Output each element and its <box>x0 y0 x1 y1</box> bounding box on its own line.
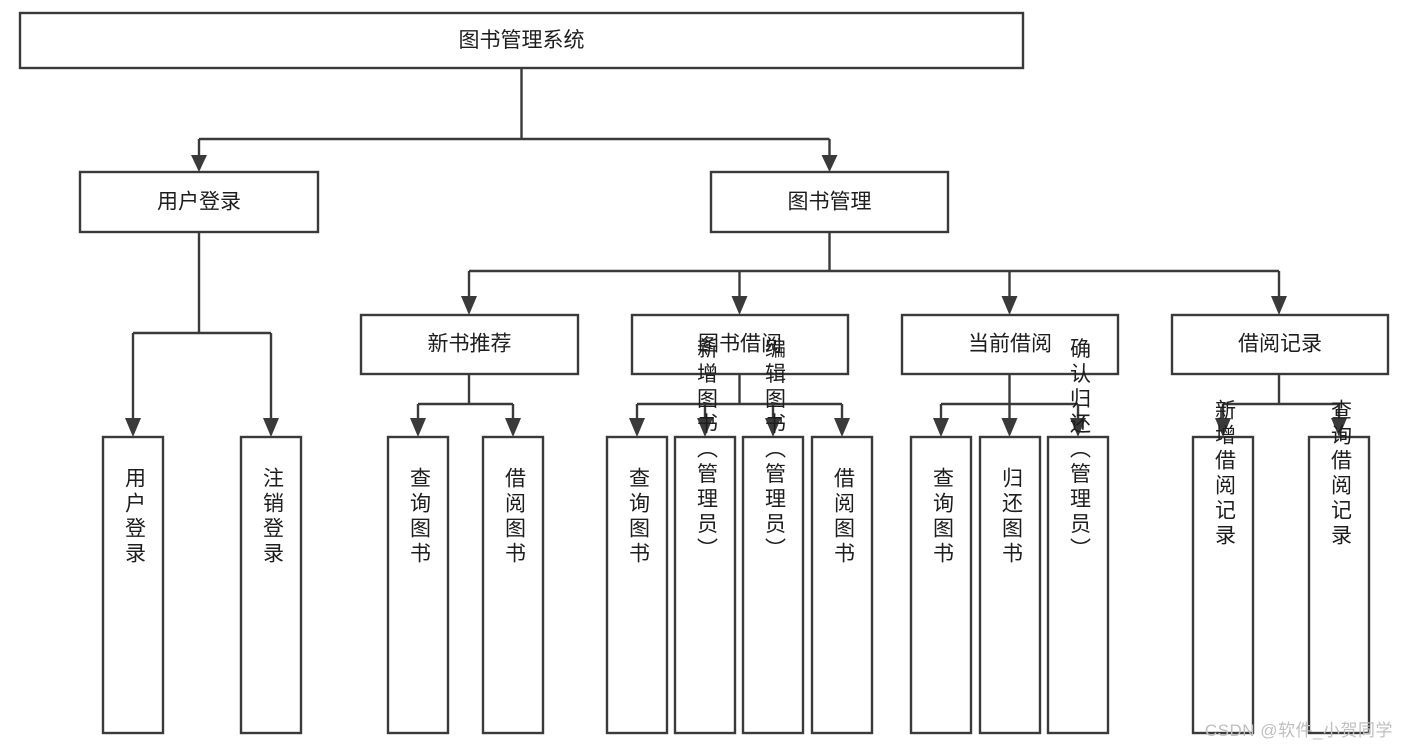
arrow-head-nbr-query-book <box>410 418 426 437</box>
connector-group-book-borrow <box>629 374 850 437</box>
arrow-head-nbr-borrow-book <box>505 418 521 437</box>
node-new-book-recommend-box[interactable] <box>359 313 580 376</box>
leaf-nbr-borrow-book-label: 借阅图书 <box>502 467 526 567</box>
node-book-management-label: 图书管理 <box>788 191 872 214</box>
leaf-br-add-record-box[interactable] <box>1191 435 1255 735</box>
leaf-cb-return-book-box[interactable] <box>978 435 1042 735</box>
node-current-borrow[interactable]: 当前借阅 <box>900 313 1120 376</box>
node-new-book-recommend[interactable]: 新书推荐 <box>359 313 580 376</box>
arrow-head-current-borrow <box>1001 296 1018 315</box>
leaf-bb-query-book-box[interactable] <box>605 435 669 735</box>
leaf-bb-borrow-book[interactable]: 借阅图书 <box>810 435 874 735</box>
arrow-head-bb-query-book <box>629 418 645 437</box>
leaf-br-add-record-label: 新增借阅记录 <box>1212 399 1236 549</box>
leaf-bb-borrow-book-box[interactable] <box>810 435 874 735</box>
leaf-nbr-borrow-book[interactable]: 借阅图书 <box>481 435 545 735</box>
node-book-borrow-box[interactable] <box>630 313 850 376</box>
arrow-head-br-query-record <box>1331 418 1347 437</box>
node-root-label: 图书管理系统 <box>459 29 585 52</box>
node-borrow-record[interactable]: 借阅记录 <box>1170 313 1390 376</box>
node-borrow-record-box[interactable] <box>1170 313 1390 376</box>
arrow-head-bb-borrow-book <box>834 418 850 437</box>
leaf-cb-query-book[interactable]: 查询图书 <box>909 435 973 735</box>
arrow-head-borrow-record <box>1271 296 1287 315</box>
node-current-borrow-label: 当前借阅 <box>968 333 1052 356</box>
arrow-head-bb-edit-book <box>765 418 781 437</box>
leaf-logout-label: 注销登录 <box>260 467 284 567</box>
leaf-user-login-box[interactable] <box>101 435 165 735</box>
node-book-management-box[interactable] <box>709 170 950 234</box>
node-user-login-label: 用户登录 <box>157 191 241 214</box>
node-current-borrow-box[interactable] <box>900 313 1120 376</box>
arrow-head-cb-return-book <box>1001 418 1018 437</box>
leaf-cb-return-book-label: 归还图书 <box>999 467 1023 567</box>
leaf-user-login-label: 用户登录 <box>122 467 146 567</box>
leaf-user-login[interactable]: 用户登录 <box>101 435 165 735</box>
leaf-bb-borrow-book-label: 借阅图书 <box>831 467 855 567</box>
arrow-head-leaf-logout <box>263 418 279 437</box>
arrow-head-user-login <box>191 155 207 172</box>
leaf-logout[interactable]: 注销登录 <box>239 435 303 735</box>
csdn-watermark: CSDN @软件_小贺同学 <box>1204 721 1393 740</box>
arrow-head-book-mgmt <box>821 155 838 172</box>
leaf-cb-confirm-return[interactable]: 确认归还（管理员） <box>1046 338 1110 735</box>
arrow-head-cb-query-book <box>933 418 949 437</box>
leaf-logout-box[interactable] <box>239 435 303 735</box>
leaf-cb-return-book[interactable]: 归还图书 <box>978 435 1042 735</box>
leaf-bb-add-book-label: 新增图书（管理员） <box>694 338 718 563</box>
leaf-cb-confirm-return-box[interactable] <box>1046 435 1110 735</box>
node-user-login[interactable]: 用户登录 <box>78 170 320 234</box>
connector-group-current-borrow <box>933 374 1086 437</box>
connector-group-user-login <box>125 232 279 437</box>
node-user-login-box[interactable] <box>78 170 320 234</box>
leaf-bb-query-book[interactable]: 查询图书 <box>605 435 669 735</box>
node-root-book-management-system[interactable]: 图书管理系统 <box>18 11 1025 70</box>
leaf-br-query-record-label: 查询借阅记录 <box>1328 399 1352 549</box>
arrow-head-book-borrow <box>731 296 748 315</box>
node-borrow-record-label: 借阅记录 <box>1238 333 1322 356</box>
leaf-br-query-record-box[interactable] <box>1307 435 1371 735</box>
arrow-head-br-add-record <box>1215 418 1231 437</box>
leaf-bb-query-book-label: 查询图书 <box>626 467 650 567</box>
node-new-book-recommend-label: 新书推荐 <box>428 333 512 356</box>
leaf-cb-query-book-box[interactable] <box>909 435 973 735</box>
leaf-bb-edit-book-label: 编辑图书（管理员） <box>762 338 786 563</box>
leaf-nbr-query-book-label: 查询图书 <box>407 467 431 567</box>
arrow-head-leaf-user-login <box>125 418 141 437</box>
arrow-head-new-book-recommend <box>461 296 477 315</box>
leaf-br-add-record[interactable]: 新增借阅记录 <box>1191 399 1255 735</box>
node-book-borrow-label: 图书借阅 <box>698 333 782 356</box>
leaf-nbr-borrow-book-box[interactable] <box>481 435 545 735</box>
leaf-bb-add-book[interactable]: 新增图书（管理员） <box>673 338 737 735</box>
leaf-cb-confirm-return-label: 确认归还（管理员） <box>1067 338 1091 563</box>
leaf-br-query-record[interactable]: 查询借阅记录 <box>1307 399 1371 735</box>
connector-group-borrow-record <box>1215 374 1347 437</box>
leaf-bb-edit-book-box[interactable] <box>741 435 805 735</box>
leaf-nbr-query-book-box[interactable] <box>386 435 450 735</box>
leaf-cb-query-book-label: 查询图书 <box>930 467 954 567</box>
connector-group-new-book-recommend <box>410 374 521 437</box>
connector-group-root <box>191 68 838 172</box>
connector-group-book-mgmt <box>461 232 1287 315</box>
node-root-box[interactable] <box>18 11 1025 70</box>
node-book-management[interactable]: 图书管理 <box>709 170 950 234</box>
leaf-nbr-query-book[interactable]: 查询图书 <box>386 435 450 735</box>
arrow-head-cb-confirm-return <box>1070 418 1086 437</box>
leaf-bb-edit-book[interactable]: 编辑图书（管理员） <box>741 338 805 735</box>
leaf-bb-add-book-box[interactable] <box>673 435 737 735</box>
arrow-head-bb-add-book <box>697 418 713 437</box>
node-book-borrow[interactable]: 图书借阅 <box>630 313 850 376</box>
